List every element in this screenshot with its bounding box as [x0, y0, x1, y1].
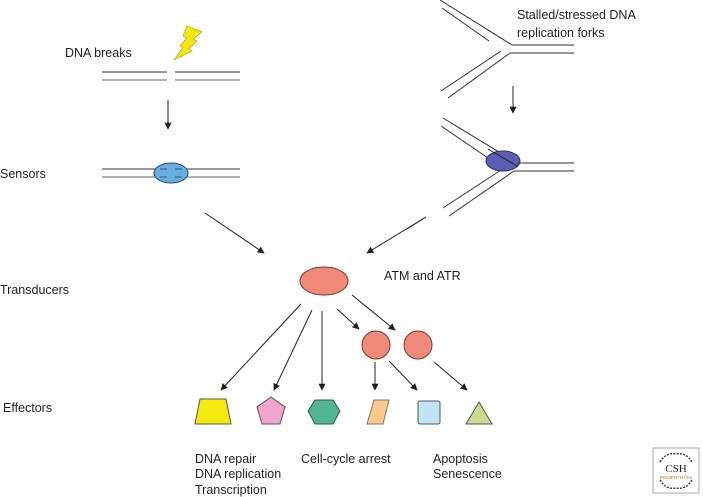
effector-trapezoid — [194, 398, 232, 425]
outcome-dna-repair: DNA repair — [195, 452, 256, 466]
dna-breaks-label: DNA breaks — [65, 46, 132, 60]
transducer-atm-atr — [299, 266, 349, 296]
sensor-on-dna-break — [102, 162, 240, 184]
arrow-sensor-break-to-transducer — [204, 212, 265, 254]
broken-dna-duplex — [102, 71, 240, 81]
downstream-kinase-1 — [361, 330, 391, 360]
outcome-senescence: Senescence — [433, 467, 502, 481]
outcome-transcription: Transcription — [195, 483, 267, 497]
arrow-transducer-to-mediator2 — [351, 294, 396, 331]
atm-atr-label: ATM and ATR — [384, 269, 461, 283]
stalled-forks-label-line1: Stalled/stressed DNA — [517, 8, 636, 22]
arrow-kinase2-to-triangle — [433, 361, 468, 391]
effectors-label: Effectors — [3, 401, 52, 415]
logo-main-text: CSH — [665, 463, 686, 475]
stalled-replication-fork — [439, 0, 574, 99]
arrow-transducer-to-mediator1 — [336, 308, 360, 330]
effector-parallelogram — [366, 399, 390, 425]
downstream-kinase-2 — [403, 330, 433, 360]
effector-triangle — [465, 401, 493, 425]
arrow-kinase1-to-square — [388, 360, 418, 391]
effector-hexagon — [307, 399, 341, 425]
outcome-dna-replication: DNA replication — [195, 467, 281, 481]
outcome-cell-cycle-arrest: Cell-cycle arrest — [301, 452, 391, 466]
logo-sub-text: PERSPECTIVES — [660, 475, 693, 480]
sensors-label: Sensors — [0, 167, 46, 181]
arrow-sensor-fork-to-transducer — [366, 216, 427, 254]
csh-perspectives-logo: CSH PERSPECTIVES — [652, 447, 700, 494]
sensor-on-replication-fork — [406, 117, 574, 230]
sensor-ellipse-fork — [485, 150, 521, 172]
stalled-forks-label-line2: replication forks — [517, 26, 605, 40]
outcome-apoptosis: Apoptosis — [433, 452, 488, 466]
arrow-transducer-to-trapezoid — [220, 303, 302, 391]
transducers-label: Transducers — [0, 283, 69, 297]
arrow-transducer-to-pentagon — [273, 309, 313, 391]
lightning-bolt-icon — [173, 25, 203, 61]
effector-pentagon — [256, 396, 286, 425]
effector-square — [417, 400, 441, 425]
sensor-ellipse-break — [153, 162, 189, 184]
